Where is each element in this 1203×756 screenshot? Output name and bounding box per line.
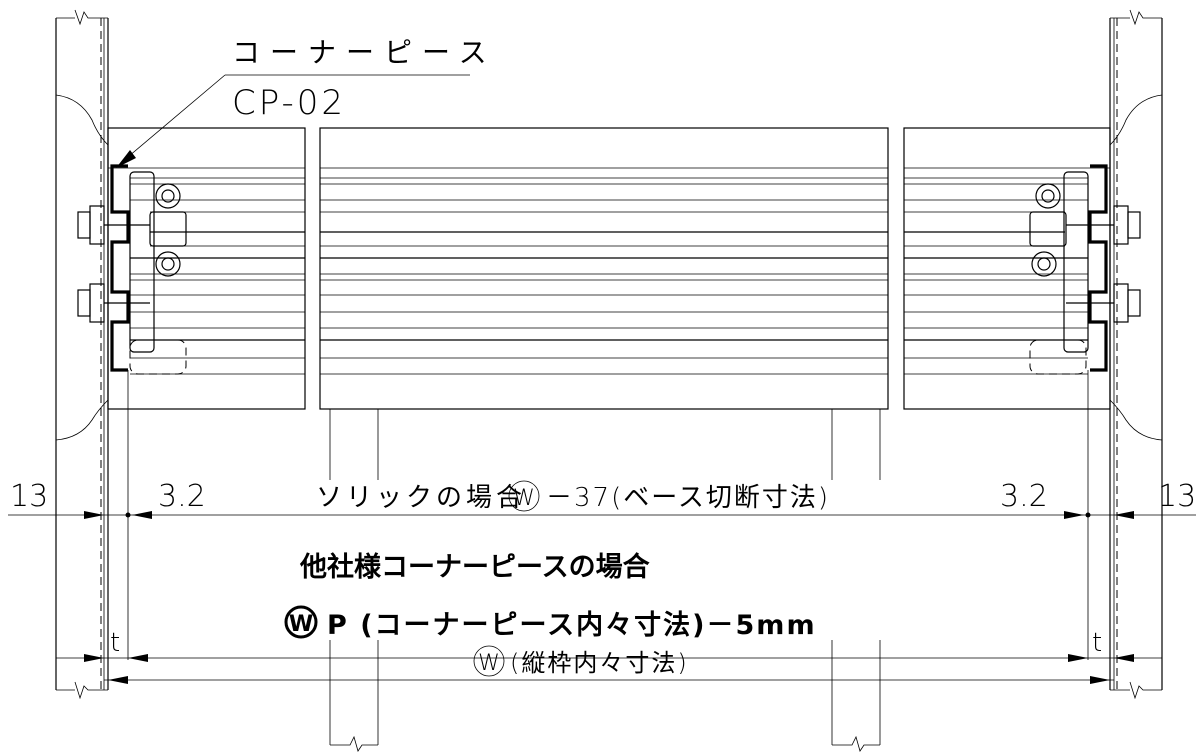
dimension-row-cut xyxy=(8,511,1196,519)
dimension-cut-text: －37(ベース切断寸法) xyxy=(546,483,830,513)
dimension-inner-text: (縦枠内々寸法) xyxy=(510,649,689,677)
right-corner-piece xyxy=(1029,164,1108,375)
dimension-row-inner xyxy=(104,676,1114,684)
right-vertical-frame xyxy=(1109,9,1163,700)
base-left xyxy=(107,127,306,410)
right-nut-top xyxy=(1035,183,1061,209)
note-title: 他社様コーナーピースの場合 xyxy=(299,551,650,583)
dimension-left-t: t xyxy=(110,628,120,658)
note-formula-text: P (コーナーピース内々寸法)－5mm xyxy=(327,610,817,641)
dimension-row-t xyxy=(56,654,1162,662)
note-formula-circle: W xyxy=(284,605,318,639)
left-bolt-upper xyxy=(77,205,150,245)
dimension-inner-circle-letter: W xyxy=(478,651,500,676)
callout-label: コーナーピース xyxy=(232,36,497,69)
note-formula-circle-letter: W xyxy=(289,612,313,637)
left-nut-top xyxy=(155,183,181,209)
dimension-right-gap: 13 xyxy=(1158,479,1196,514)
right-nut-mid xyxy=(1031,251,1057,277)
dimension-inner-circle: W xyxy=(473,645,505,677)
base-right xyxy=(903,127,1111,410)
base-middle xyxy=(319,127,889,410)
right-bolt-upper xyxy=(1066,205,1141,245)
left-vertical-frame xyxy=(55,9,109,700)
left-corner-piece xyxy=(110,164,187,375)
right-bolt-lower xyxy=(1066,283,1141,323)
dimension-left-offset: 3.2 xyxy=(158,479,206,514)
dimension-cut-prefix: ソリックの場合 xyxy=(316,483,526,513)
left-bolt-lower xyxy=(77,283,150,323)
callout-leader xyxy=(116,74,470,168)
callout-part-code: CP-02 xyxy=(232,83,346,123)
dimension-right-t: t xyxy=(1092,628,1102,658)
dimension-cut-circle: W xyxy=(508,480,540,512)
dimension-left-gap: 13 xyxy=(10,479,48,514)
dimension-right-offset: 3.2 xyxy=(1000,479,1048,514)
dimension-cut-circle-letter: W xyxy=(513,486,535,511)
left-nut-mid xyxy=(155,251,181,277)
